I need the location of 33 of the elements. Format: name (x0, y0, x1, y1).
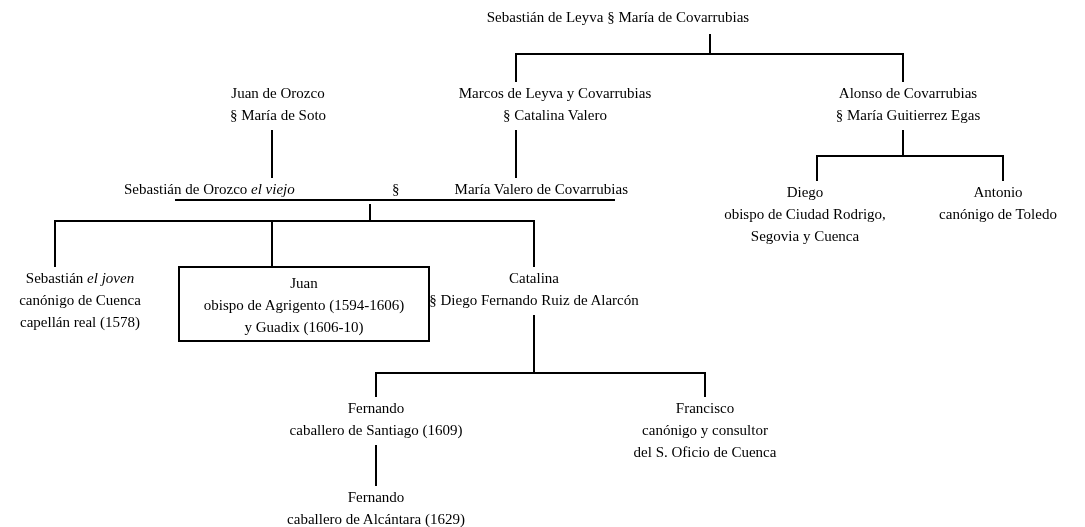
family-line (271, 129, 273, 179)
person-name: Fernando (346, 399, 406, 418)
family-line (533, 314, 706, 398)
person-note: obispo de Ciudad Rodrigo, Segovia y Cuenca (723, 205, 887, 246)
person-note: § María de Soto (228, 106, 328, 125)
person-name: Fernando (346, 488, 406, 507)
person-name: Juan (289, 274, 319, 293)
person-note: obispo de Agrigento (1594-1606) y Guadix (1606-10) (202, 296, 406, 337)
person-name: Sebastián de Orozco el viejo (124, 180, 295, 199)
person-name: Diego (785, 183, 825, 202)
person-name: Sebastián de Leyva § María de Covarrubias (485, 8, 751, 27)
person-note: § Catalina Valero (502, 106, 608, 125)
person-name: Sebastián el joven (24, 269, 136, 288)
person-note: caballero de Alcántara (1629) (286, 510, 466, 527)
family-line (375, 444, 377, 487)
person-note: caballero de Santiago (1609) (288, 421, 464, 440)
person-name: María Valero de Covarrubias (454, 180, 628, 199)
person-name: Antonio (972, 183, 1024, 202)
family-line (902, 129, 1004, 182)
person-note: capellán real (1578) (19, 313, 141, 332)
person-note: canónigo y consultor del S. Oficio de Cuenca (632, 421, 778, 462)
person-name: Alonso de Covarrubias (837, 84, 979, 103)
person-note: § María Guitierrez Egas (834, 106, 982, 125)
person-name: Juan de Orozco (230, 84, 326, 103)
marriage-sign: § (392, 180, 400, 199)
highlighted-person-box (178, 266, 430, 342)
person-name: Marcos de Leyva y Covarrubias (457, 84, 653, 103)
person-note: canónigo de Cuenca (18, 291, 142, 310)
person-name: Francisco (674, 399, 736, 418)
person-note: canónigo de Toledo (938, 205, 1058, 224)
family-line (515, 129, 517, 179)
person-name: Catalina (508, 269, 560, 288)
person-note: § Diego Fernando Ruiz de Alarcón (428, 291, 640, 310)
